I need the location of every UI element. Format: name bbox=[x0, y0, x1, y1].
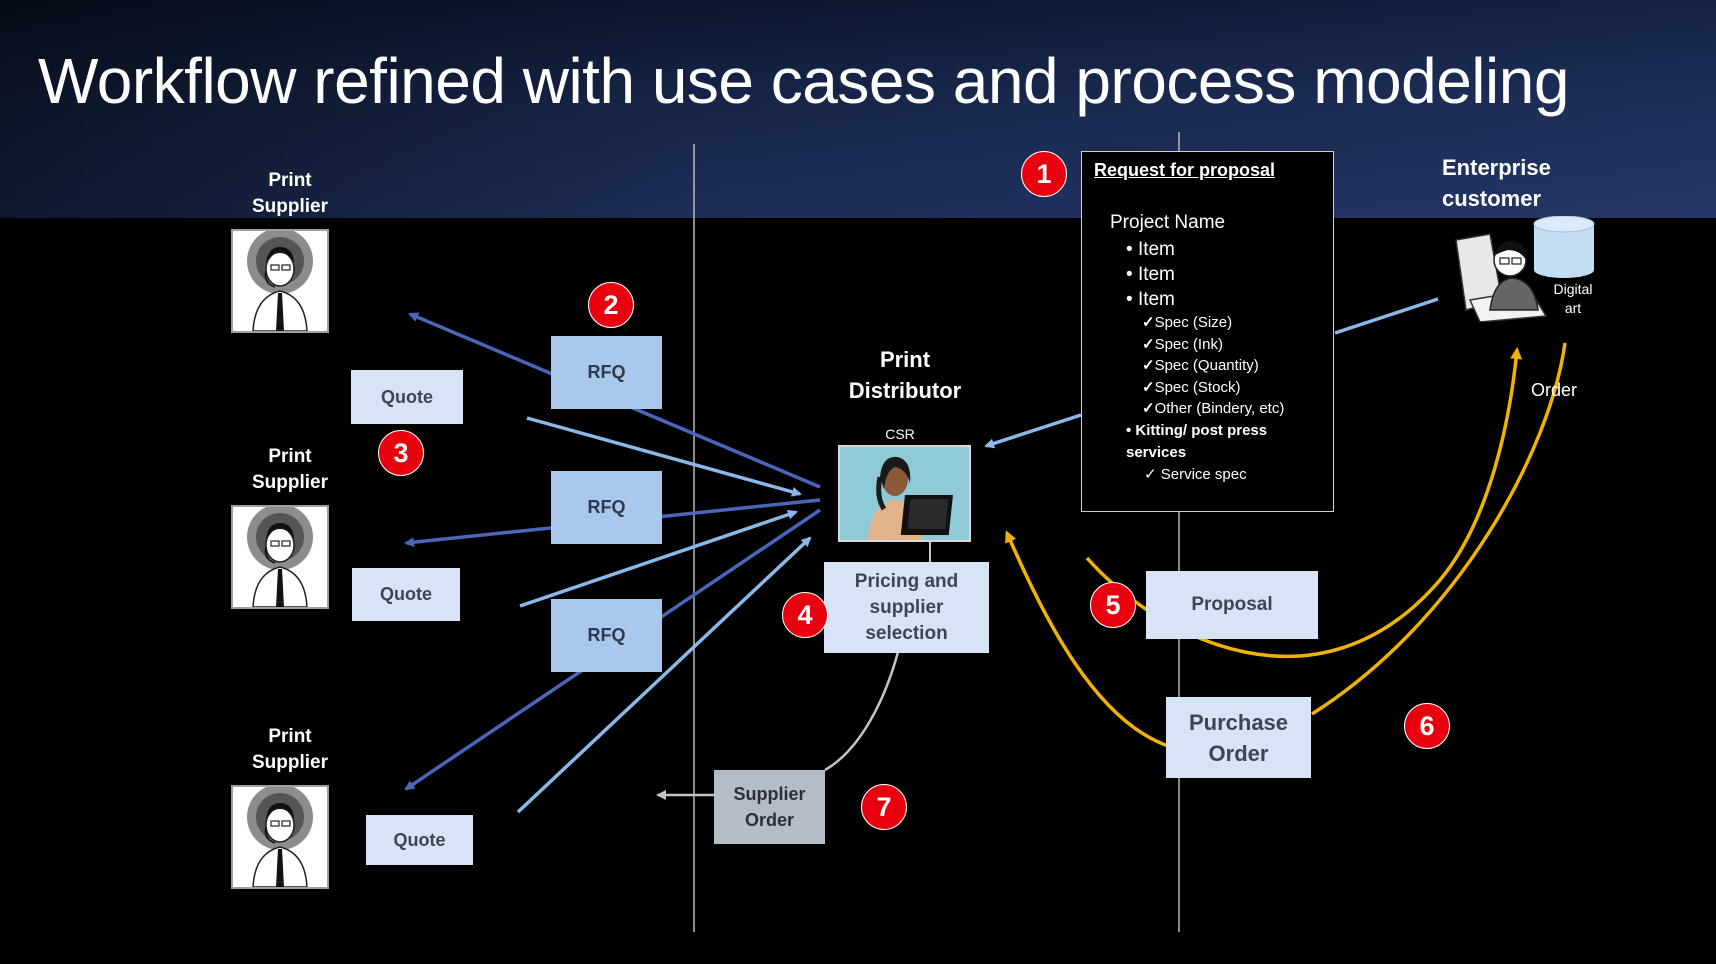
rfp-arrow bbox=[984, 413, 1082, 449]
rfp-item: Item bbox=[1126, 237, 1175, 262]
rfq-box-2: RFQ bbox=[551, 471, 662, 544]
rfp-item: Item bbox=[1126, 287, 1175, 312]
rfp-item: Item bbox=[1126, 262, 1175, 287]
step-badge-5: 5 bbox=[1090, 582, 1136, 628]
purchase-order-box: Purchase Order bbox=[1166, 697, 1311, 778]
step-badge-3: 3 bbox=[378, 430, 424, 476]
csr-avatar bbox=[838, 445, 971, 542]
supplier-label-1: Print Supplier bbox=[251, 170, 328, 217]
rfp-project-name: Project Name bbox=[1110, 212, 1226, 233]
agent-person-icon bbox=[840, 447, 969, 540]
request-for-proposal-doc: Request for proposal Project Name Item I… bbox=[1081, 151, 1334, 512]
designer-person-icon bbox=[1455, 233, 1548, 323]
supplier-avatar-2 bbox=[231, 505, 329, 609]
pricing-supplier-order-curve bbox=[824, 651, 900, 772]
rfp-spec: Spec (Ink) bbox=[1142, 334, 1284, 356]
quote-box-1: Quote bbox=[351, 370, 463, 424]
rfp-link-line bbox=[1334, 297, 1439, 335]
order-label: Order bbox=[1530, 380, 1577, 400]
rfp-kitting: Kitting/ post press services bbox=[1126, 420, 1326, 464]
supplier-avatar-1 bbox=[231, 229, 329, 333]
title-band bbox=[0, 0, 1716, 218]
supplier-label-3: Print Supplier bbox=[251, 726, 328, 773]
digital-art-label: Digital art bbox=[1553, 281, 1593, 316]
po-arrow-to-csr bbox=[1005, 530, 1169, 748]
pricing-selection-box: Pricing and supplier selection bbox=[824, 562, 989, 653]
quote-arrow-2 bbox=[519, 509, 798, 608]
rfp-spec: Spec (Stock) bbox=[1142, 377, 1284, 399]
supplier-avatar-3 bbox=[231, 785, 329, 889]
step-badge-6: 6 bbox=[1404, 703, 1450, 749]
person-icon bbox=[233, 787, 327, 887]
proposal-box: Proposal bbox=[1146, 571, 1318, 639]
quote-arrow-3 bbox=[516, 536, 812, 814]
rfp-spec: Spec (Quantity) bbox=[1142, 355, 1284, 377]
rfp-spec: Other (Bindery, etc) bbox=[1142, 398, 1285, 420]
step-badge-1: 1 bbox=[1021, 151, 1067, 197]
person-icon bbox=[233, 507, 327, 607]
step-badge-4: 4 bbox=[782, 592, 828, 638]
quote-box-3: Quote bbox=[366, 815, 473, 865]
rfp-spec: Spec (Size) bbox=[1142, 312, 1284, 334]
digital-art-database-icon bbox=[1532, 215, 1596, 280]
order-arrow-to-po bbox=[1311, 342, 1567, 716]
person-icon bbox=[233, 231, 327, 331]
enterprise-label: Enterprise customer bbox=[1442, 155, 1551, 211]
distributor-label: Print Distributor bbox=[848, 347, 962, 403]
supplier-label-2: Print Supplier bbox=[251, 446, 328, 493]
rfq-box-1: RFQ bbox=[551, 336, 662, 409]
supplier-order-box: Supplier Order bbox=[714, 770, 825, 844]
rfq-box-3: RFQ bbox=[551, 599, 662, 672]
step-badge-2: 2 bbox=[588, 282, 634, 328]
rfp-specs: Spec (Size) Spec (Ink) Spec (Quantity) S… bbox=[1142, 312, 1285, 420]
database-icon bbox=[1533, 215, 1595, 278]
rfp-title: Request for proposal bbox=[1094, 160, 1276, 180]
csr-label: CSR bbox=[885, 426, 915, 442]
slide-title: Workflow refined with use cases and proc… bbox=[38, 45, 1569, 117]
step-badge-7: 7 bbox=[861, 784, 907, 830]
enterprise-customer-icon bbox=[1450, 230, 1554, 323]
rfp-service-spec: Service spec bbox=[1144, 465, 1247, 483]
rfp-items: Item Item Item bbox=[1126, 237, 1175, 312]
quote-box-2: Quote bbox=[352, 568, 460, 621]
quote-arrow-1 bbox=[526, 416, 802, 497]
